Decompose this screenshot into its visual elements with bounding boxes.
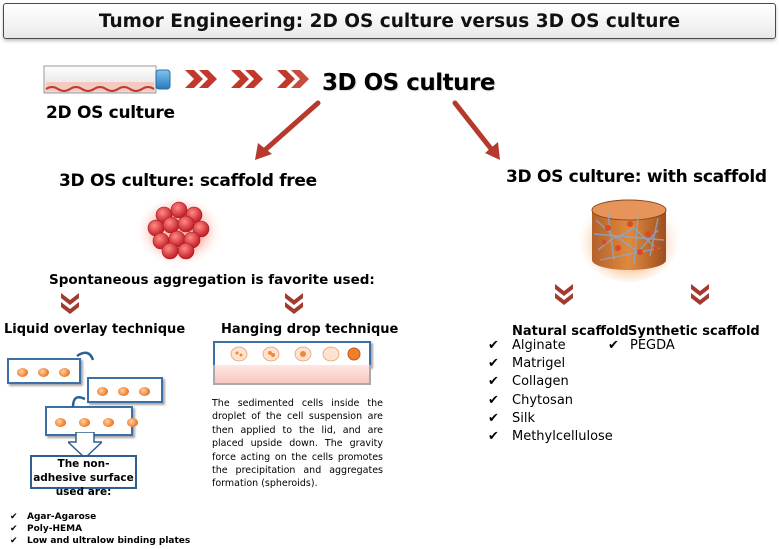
- list-item: ✔Matrigel: [488, 355, 613, 373]
- spheroid-illustration: [135, 194, 223, 268]
- chevron-down-icon: [285, 293, 303, 314]
- list-item: ✔Low and ultralow binding plates: [10, 536, 191, 546]
- label-3d-culture: 3D OS culture: [322, 70, 495, 96]
- list-item: ✔Agar-Agarose: [10, 512, 97, 522]
- plate: [213, 365, 371, 385]
- check-icon: ✔: [488, 410, 499, 426]
- culture-dish: [45, 406, 138, 436]
- heading-liquid-overlay: Liquid overlay technique: [4, 322, 186, 337]
- page-title: Tumor Engineering: 2D OS culture versus …: [98, 10, 681, 32]
- list-item: ✔Silk: [488, 410, 613, 428]
- check-icon: ✔: [10, 512, 18, 522]
- heading-hanging-drop: Hanging drop technique: [221, 322, 399, 337]
- heading-synthetic-scaffold: Synthetic scaffold: [628, 324, 760, 339]
- scaffold-illustration: [579, 194, 679, 282]
- heading-with-scaffold: 3D OS culture: with scaffold: [506, 167, 767, 187]
- culture-dish: [7, 358, 81, 384]
- list-item: ✔Alginate: [488, 337, 613, 355]
- check-icon: ✔: [10, 524, 18, 534]
- check-icon: ✔: [10, 536, 18, 546]
- list-item: ✔Methylcellulose: [488, 428, 613, 446]
- check-icon: ✔: [488, 338, 499, 353]
- label-2d-culture: 2D OS culture: [46, 103, 175, 123]
- check-icon: ✔: [488, 392, 499, 408]
- non-adhesive-note: The non-adhesive surface used are:: [30, 455, 137, 498]
- culture-dish: [87, 377, 163, 403]
- culture-flask-2d-illustration: [43, 65, 171, 94]
- check-icon: ✔: [608, 338, 619, 353]
- down-arrow-icon: [68, 432, 102, 458]
- check-icon: ✔: [488, 356, 499, 372]
- chevron-down-icon: [691, 284, 709, 305]
- check-icon: ✔: [488, 429, 499, 445]
- list-item: ✔Poly-HEMA: [10, 524, 83, 534]
- progression-chevrons: [185, 70, 309, 88]
- chevron-down-icon: [555, 284, 573, 305]
- heading-natural-scaffold: Natural scaffold: [512, 324, 629, 339]
- hanging-drop-description: The sedimented cells inside the droplet …: [212, 398, 383, 490]
- list-item: ✔Chytosan: [488, 392, 613, 410]
- list-item: ✔Collagen: [488, 373, 613, 391]
- non-adhesive-list: ✔Agar-Agarose ✔Poly-HEMA ✔Low and ultral…: [10, 511, 190, 547]
- aggregation-text: Spontaneous aggregation is favorite used…: [49, 272, 375, 288]
- liquid-overlay-illustration: [5, 350, 175, 450]
- natural-scaffold-list: ✔Alginate ✔Matrigel ✔Collagen ✔Chytosan …: [488, 337, 613, 446]
- check-icon: ✔: [488, 374, 499, 390]
- hanging-drop-illustration: [213, 341, 373, 387]
- title-bar: Tumor Engineering: 2D OS culture versus …: [3, 3, 776, 39]
- list-item: ✔PEGDA: [608, 337, 675, 355]
- chevron-down-icon: [61, 293, 79, 314]
- synthetic-scaffold-list: ✔PEGDA: [608, 337, 675, 355]
- heading-scaffold-free: 3D OS culture: scaffold free: [59, 171, 317, 191]
